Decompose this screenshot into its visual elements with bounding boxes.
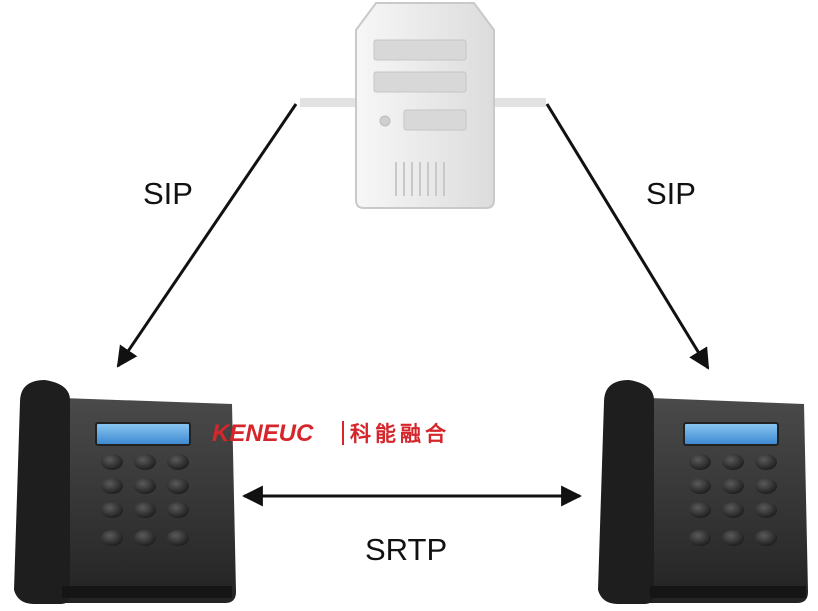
desk-phone-icon-right [598,380,808,604]
svg-text:科能融合: 科能融合 [350,422,450,446]
sip-label-left: SIP [143,176,193,211]
server-tower-icon [300,2,546,209]
desk-phone-icon-left [14,380,236,604]
sip-label-right: SIP [646,176,696,211]
sip-arrow-right [545,103,710,370]
sip-arrow-left [116,103,298,368]
svg-text:KENEUC: KENEUC [212,420,314,447]
srtp-label: SRTP [365,532,448,567]
keneuc-watermark-logo: KENEUC 科能融合 [212,420,450,447]
